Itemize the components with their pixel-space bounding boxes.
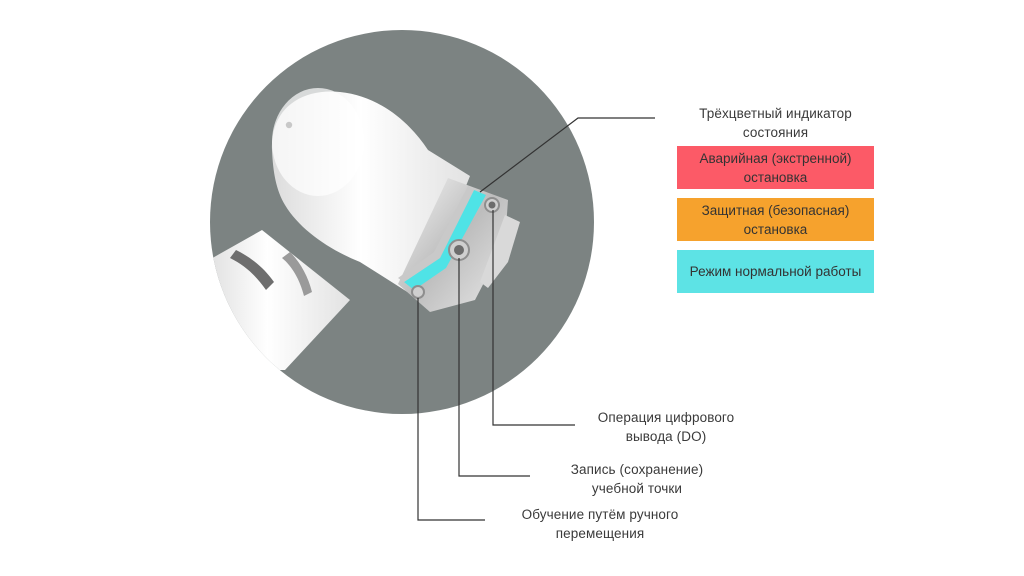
robot-arm: [210, 88, 520, 370]
record-leader-line: [458, 258, 530, 477]
indicator-leader-line: [479, 117, 655, 193]
callout-record-point: Запись (сохранение) учебной точки: [570, 462, 704, 496]
do-leader-line: [492, 210, 575, 426]
callout-hand-guiding: Обучение путём ручного перемещения: [521, 507, 679, 541]
status-normal-operation: Режим нормальной работы: [677, 250, 874, 293]
indicator-title: Трёхцветный индикатор состояния: [699, 106, 852, 140]
status-protective-stop: Защитная (безопасная) остановка: [677, 198, 874, 241]
callout-digital-output: Операция цифрового вывода (DO): [597, 410, 735, 444]
status-emergency-stop: Аварийная (экстренной) остановка: [677, 146, 874, 189]
hand-guide-leader-line: [417, 298, 485, 521]
